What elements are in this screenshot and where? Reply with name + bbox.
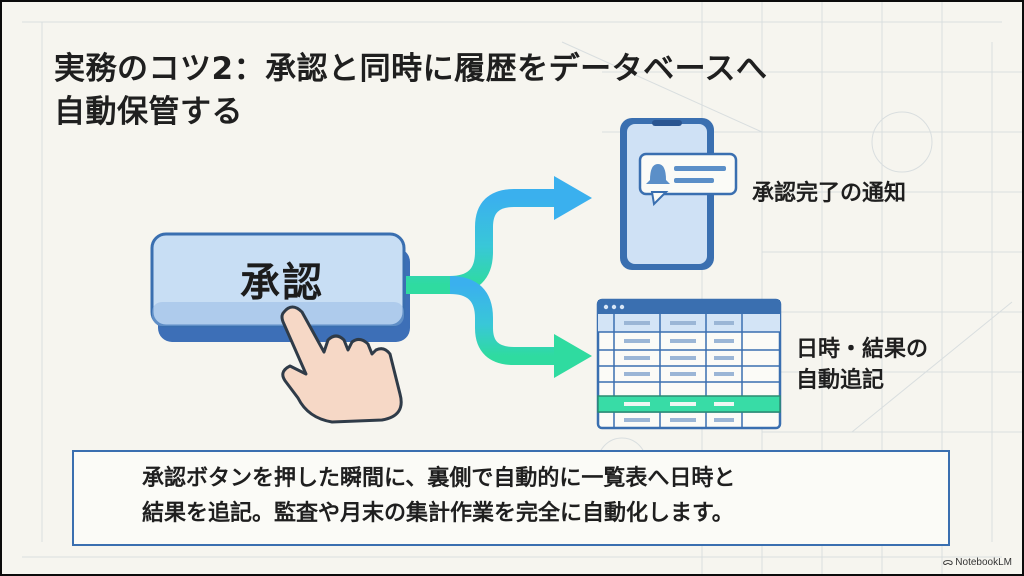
caption-line-1: 承認ボタンを押した瞬間に、裏側で自動的に一覧表へ日時と — [142, 466, 736, 491]
approve-button-graphic — [150, 232, 410, 342]
flow-arrows — [406, 189, 558, 365]
watermark-text: NotebookLM — [955, 557, 1012, 568]
spreadsheet-graphic — [596, 298, 782, 430]
pointing-hand-icon — [280, 305, 403, 424]
table-label-line-2: 自動追記 — [796, 368, 885, 393]
bell-icon — [646, 164, 670, 184]
phone-graphic — [620, 118, 738, 270]
phone-notification-text: 承認完了の通知 — [752, 181, 907, 206]
caption-box: 承認ボタンを押した瞬間に、裏側で自動的に一覧表へ日時と 結果を追記。監査や月末の… — [72, 450, 950, 546]
notebooklm-logo-icon: ᯅ — [942, 557, 954, 568]
caption-text: 承認ボタンを押した瞬間に、裏側で自動的に一覧表へ日時と 結果を追記。監査や月末の… — [142, 461, 922, 531]
arrow-head-bottom — [554, 334, 592, 378]
page-title: 実務のコツ2：承認と同時に履歴をデータベースへ 自動保管する — [54, 48, 914, 134]
table-label-line-1: 日時・結果の — [796, 337, 929, 362]
table-append-label: 日時・結果の 自動追記 — [796, 334, 928, 396]
caption-line-2: 結果を追記。監査や月末の集計作業を完全に自動化します。 — [142, 501, 734, 526]
phone-notification-label: 承認完了の通知 — [752, 178, 906, 209]
title-line-1: 実務のコツ2：承認と同時に履歴をデータベースへ — [54, 51, 768, 87]
approve-button-label: 承認 — [240, 260, 324, 306]
arrow-head-top — [554, 176, 592, 220]
title-line-2: 自動保管する — [54, 94, 243, 130]
